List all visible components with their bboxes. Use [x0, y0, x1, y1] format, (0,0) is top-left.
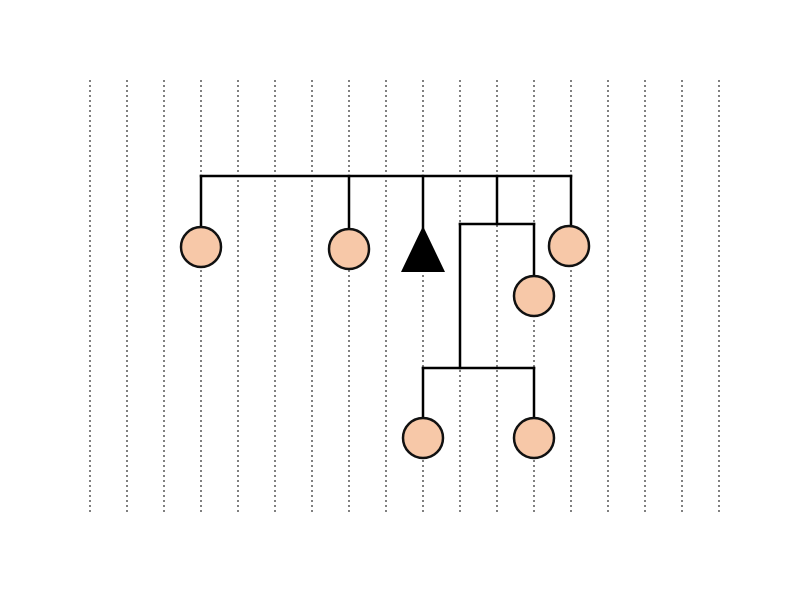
circle-node: [179, 225, 223, 269]
circle-node: [547, 224, 591, 268]
circle-node: [327, 227, 371, 271]
vertical-dashed-grid: [89, 80, 720, 515]
tree-edges: [199, 174, 573, 420]
circle-node: [401, 416, 445, 460]
circle-node: [512, 416, 556, 460]
triangle-node: [401, 226, 445, 272]
tree-nodes: [179, 224, 591, 460]
circle-node: [512, 274, 556, 318]
